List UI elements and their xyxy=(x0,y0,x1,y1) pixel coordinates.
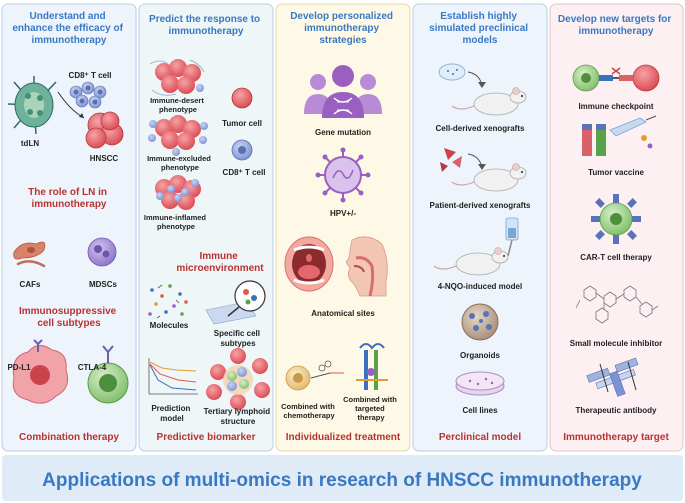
prediction-model-chart-icon xyxy=(148,358,198,395)
car-t-cell-icon xyxy=(591,194,641,244)
t-cell-ctla4-icon xyxy=(87,345,129,404)
tumor-vaccine-label: Tumor vaccine xyxy=(588,168,644,177)
arrow-head-icon xyxy=(79,113,84,118)
column-4: Establish highly simulated preclinical m… xyxy=(429,11,531,443)
column-3: Develop personalized immunotherapy strat… xyxy=(281,11,401,443)
organoid-icon xyxy=(461,303,499,341)
car-t-label: CAR-T cell therapy xyxy=(580,253,652,262)
column-2-footer: Predictive biomarker xyxy=(157,432,256,443)
column-1-header: Understand and enhance the efficacy of i… xyxy=(12,11,125,46)
cd8-label-col2: CD8⁺ T cell xyxy=(223,168,266,177)
nqo-label: 4-NQO-induced model xyxy=(438,282,522,291)
cd8-t-cell-icon xyxy=(231,139,253,161)
tumor-vaccine-icon xyxy=(582,115,657,156)
molecules-icon xyxy=(148,284,188,319)
column-1: Understand and enhance the efficacy of i… xyxy=(7,11,129,443)
gene-mutation-people-icon xyxy=(304,65,382,118)
t-cell-cluster-icon xyxy=(69,81,107,109)
immune-desert-label: Immune-desert phenotype xyxy=(150,96,206,114)
column-3-footer: Individualized treatment xyxy=(286,432,401,443)
column-5: Develop new targets for immunotherapy Im… xyxy=(558,14,674,443)
tumor-cell-icon xyxy=(231,87,253,109)
pdl1-label: PD-L1 xyxy=(7,363,31,372)
hnscc-label: HNSCC xyxy=(90,154,119,163)
cell-culture-dish-icon xyxy=(438,63,466,81)
arrow-head-icon xyxy=(478,164,486,170)
column-5-header: Develop new targets for immunotherapy xyxy=(558,14,674,37)
anatomical-sites-label: Anatomical sites xyxy=(311,309,375,318)
immune-inflamed-icon xyxy=(155,175,201,210)
bottom-banner xyxy=(2,455,683,501)
arrow-head-icon xyxy=(478,82,486,88)
pdx-label: Patient-derived xenografts xyxy=(430,201,531,210)
organoids-label: Organoids xyxy=(460,351,501,360)
head-section-icon xyxy=(345,236,388,297)
cdx-label: Cell-derived xenografts xyxy=(436,124,525,133)
hnscc-tumor-icon xyxy=(85,111,124,149)
specific-cell-subtypes-icon xyxy=(205,280,266,325)
mouse-icon xyxy=(433,247,509,276)
prediction-model-label: Prediction model xyxy=(151,404,192,423)
small-molecule-label: Small molecule inhibitor xyxy=(570,339,662,348)
mdscs-label: MDSCs xyxy=(89,280,118,289)
targeted-receptor-icon xyxy=(356,343,388,390)
hpv-label: HPV+/- xyxy=(330,209,356,218)
immune-microenvironment-title: Immune microenvironment xyxy=(176,251,264,274)
tumor-cell-pdl1-icon xyxy=(12,339,69,404)
column-3-header: Develop personalized immunotherapy strat… xyxy=(290,11,396,46)
caf-cell-icon xyxy=(13,241,46,268)
hpv-virus-icon xyxy=(315,147,371,203)
cafs-label: CAFs xyxy=(20,280,41,289)
lymph-node-icon xyxy=(7,76,57,135)
immune-checkpoint-icon xyxy=(572,64,660,92)
water-bottle-icon xyxy=(505,217,519,257)
therapeutic-antibody-label: Therapeutic antibody xyxy=(576,406,657,415)
cell-lines-label: Cell lines xyxy=(462,406,498,415)
column-1-footer: Combination therapy xyxy=(19,432,119,443)
tls-label: Tertiary lymphoid structure xyxy=(204,407,273,426)
column-4-footer: Perclinical model xyxy=(439,432,521,443)
gene-mutation-label: Gene mutation xyxy=(315,128,371,137)
banner-title: Applications of multi-omics in research … xyxy=(42,470,642,491)
tdln-label: tdLN xyxy=(21,139,39,148)
ctla4-label: CTLA-4 xyxy=(78,363,107,372)
tumor-cell-label: Tumor cell xyxy=(222,119,262,128)
ln-role-title: The role of LN in immunotherapy xyxy=(28,187,110,210)
mouth-icon xyxy=(284,236,334,292)
combined-chemo-label: Combined with chemotherapy xyxy=(281,402,337,420)
mouse-icon xyxy=(451,163,527,192)
immunosuppressive-title: Immunosuppressive cell subtypes xyxy=(19,306,119,329)
column-2-panel xyxy=(138,3,274,452)
tissue-fragments-icon xyxy=(440,148,462,172)
cd8-label-col1: CD8⁺ T cell xyxy=(69,71,112,80)
immune-inflamed-label: Immune-inflamed phenotype xyxy=(144,213,208,231)
column-4-header: Establish highly simulated preclinical m… xyxy=(429,11,531,46)
immune-checkpoint-label: Immune checkpoint xyxy=(578,102,653,111)
column-2: Predict the response to immunotherapy Im… xyxy=(144,14,273,443)
mouse-icon xyxy=(451,87,527,116)
immune-desert-icon xyxy=(149,59,205,96)
immune-excluded-label: Immune-excluded phenotype xyxy=(147,154,213,172)
mdsc-cell-icon xyxy=(87,237,117,267)
column-2-header: Predict the response to immunotherapy xyxy=(149,14,263,37)
specific-cell-subtypes-label: Specific cell subtypes xyxy=(214,329,262,348)
column-5-footer: Immunotherapy target xyxy=(563,432,669,443)
therapeutic-antibody-icon xyxy=(586,357,639,397)
tertiary-lymphoid-structure-icon xyxy=(206,348,270,410)
column-3-panel xyxy=(275,3,411,452)
molecules-label: Molecules xyxy=(150,321,189,330)
immune-excluded-icon xyxy=(148,115,208,156)
combined-targeted-label: Combined with targeted therapy xyxy=(343,395,399,422)
chemotherapy-icon xyxy=(285,360,344,391)
petri-dish-icon xyxy=(455,371,505,396)
small-molecule-structure-icon xyxy=(575,285,659,324)
column-4-panel xyxy=(412,3,548,452)
